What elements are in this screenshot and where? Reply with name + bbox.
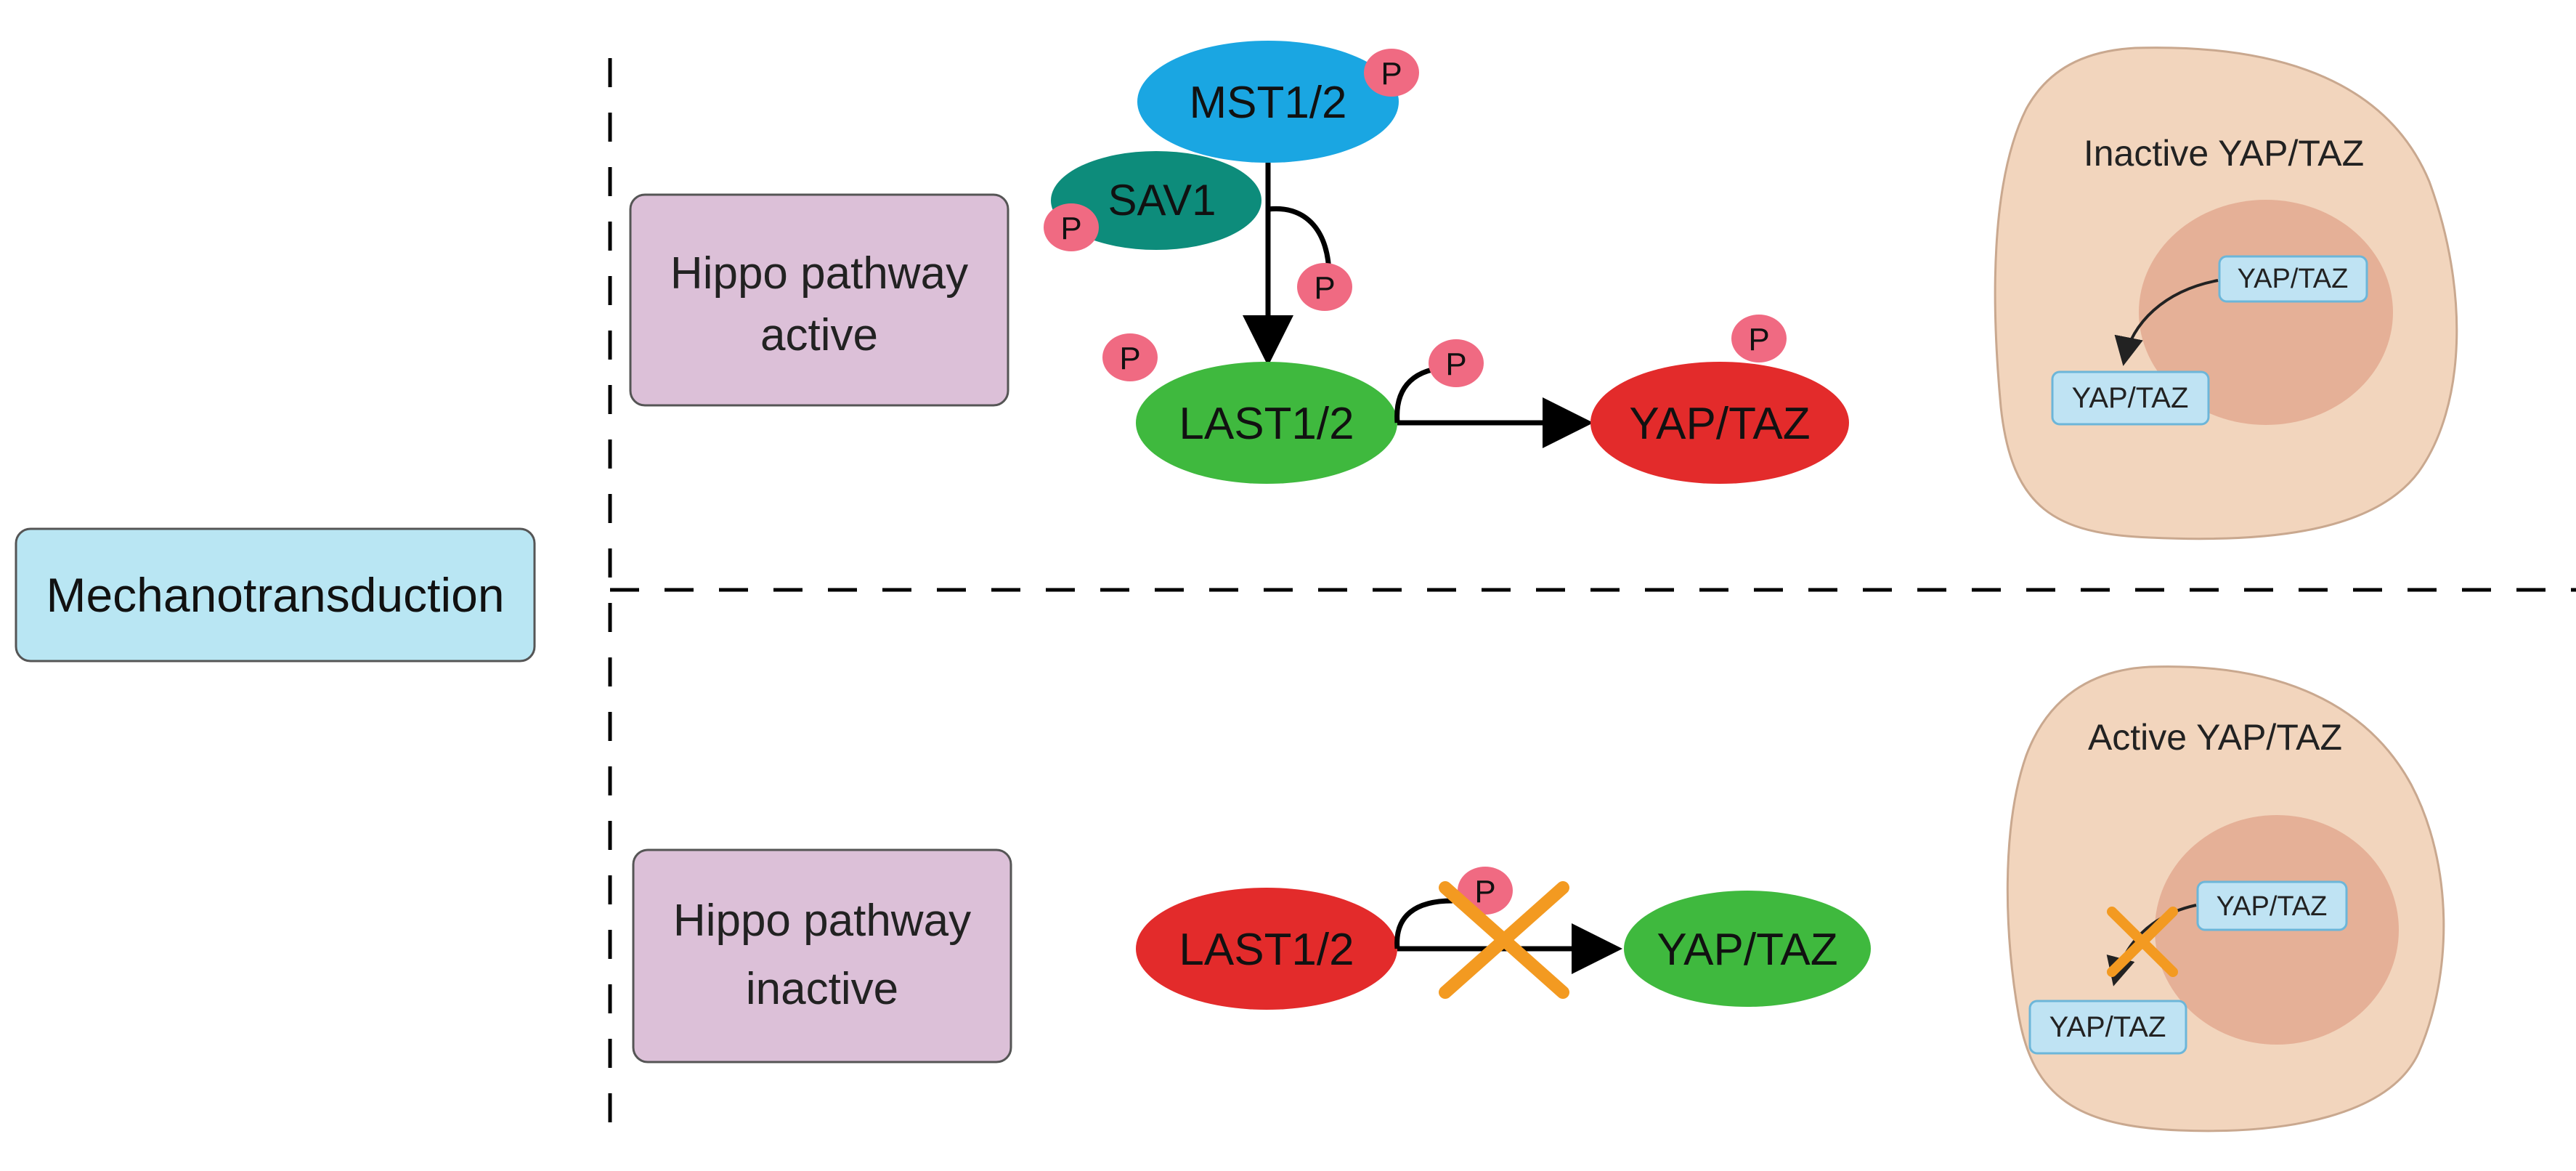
phospho-tag: P bbox=[1102, 333, 1158, 381]
phospho-tag: P bbox=[1297, 263, 1352, 311]
mechanotransduction-box: Mechanotransduction bbox=[15, 527, 536, 663]
mst-label: MST1/2 bbox=[1189, 78, 1346, 128]
export-arrow bbox=[2114, 279, 2219, 366]
yap-chip-cytoplasm bbox=[2028, 1000, 2187, 1055]
state-label-inactive-line1: Hippo pathway bbox=[673, 896, 971, 946]
phospho-tag: P bbox=[1731, 315, 1787, 362]
svg-text:P: P bbox=[1119, 341, 1140, 376]
yap-label-bottom: YAP/TAZ bbox=[1657, 925, 1837, 975]
cell-active-yap: Active YAP/TAZ YAP/TAZ YAP/TAZ bbox=[2006, 665, 2445, 1132]
phospho-tag: P bbox=[1364, 49, 1419, 97]
svg-text:YAP/TAZ: YAP/TAZ bbox=[2049, 1011, 2166, 1043]
svg-text:P: P bbox=[1748, 322, 1769, 357]
yap-node-inactive-hippo: YAP/TAZ bbox=[1624, 891, 1871, 1007]
yap-chip-nuclear bbox=[2218, 255, 2368, 303]
lats-label-active: LAST1/2 bbox=[1179, 399, 1354, 449]
svg-text:P: P bbox=[1474, 874, 1495, 909]
block-cross bbox=[1439, 881, 1569, 999]
phospho-tag: P bbox=[1429, 339, 1484, 387]
cell-inactive-yap: Inactive YAP/TAZ YAP/TAZ YAP/TAZ bbox=[1994, 46, 2458, 540]
yap-chip-nuclear bbox=[2196, 880, 2348, 931]
mechanotransduction-label: Mechanotransduction bbox=[46, 568, 504, 622]
yap-node-active-hippo: YAP/TAZ bbox=[1590, 362, 1849, 484]
phospho-hook bbox=[1267, 206, 1332, 277]
state-label-active-line2: active bbox=[760, 310, 878, 360]
svg-text:P: P bbox=[1445, 347, 1466, 382]
block-cross bbox=[2107, 907, 2178, 977]
state-box-inactive: Hippo pathway inactive bbox=[632, 848, 1012, 1063]
state-label-active-line1: Hippo pathway bbox=[670, 248, 968, 299]
sav1-node: SAV1 bbox=[1051, 151, 1261, 250]
yap-chip-cytoplasm bbox=[2051, 370, 2210, 426]
svg-text:YAP/TAZ: YAP/TAZ bbox=[2238, 264, 2349, 294]
mst-node: MST1/2 bbox=[1137, 41, 1399, 163]
svg-text:YAP/TAZ: YAP/TAZ bbox=[2072, 382, 2189, 414]
svg-text:P: P bbox=[1060, 211, 1081, 246]
sav1-label: SAV1 bbox=[1108, 176, 1216, 224]
yap-label-top: YAP/TAZ bbox=[1629, 399, 1810, 449]
phospho-hook bbox=[1394, 898, 1453, 949]
lats-node-active: LAST1/2 bbox=[1136, 362, 1397, 484]
svg-text:YAP/TAZ: YAP/TAZ bbox=[2217, 891, 2328, 922]
cell-title-active: Active YAP/TAZ bbox=[2088, 717, 2342, 758]
lats-node-inactive: LAST1/2 bbox=[1136, 888, 1397, 1010]
lats-label-inactive: LAST1/2 bbox=[1179, 925, 1354, 975]
state-box-active: Hippo pathway active bbox=[629, 193, 1009, 407]
cell-title-inactive: Inactive YAP/TAZ bbox=[2084, 133, 2364, 174]
phospho-tag: P bbox=[1044, 203, 1099, 251]
svg-text:P: P bbox=[1314, 270, 1335, 306]
svg-text:P: P bbox=[1381, 56, 1402, 92]
state-label-inactive-line2: inactive bbox=[746, 964, 898, 1014]
